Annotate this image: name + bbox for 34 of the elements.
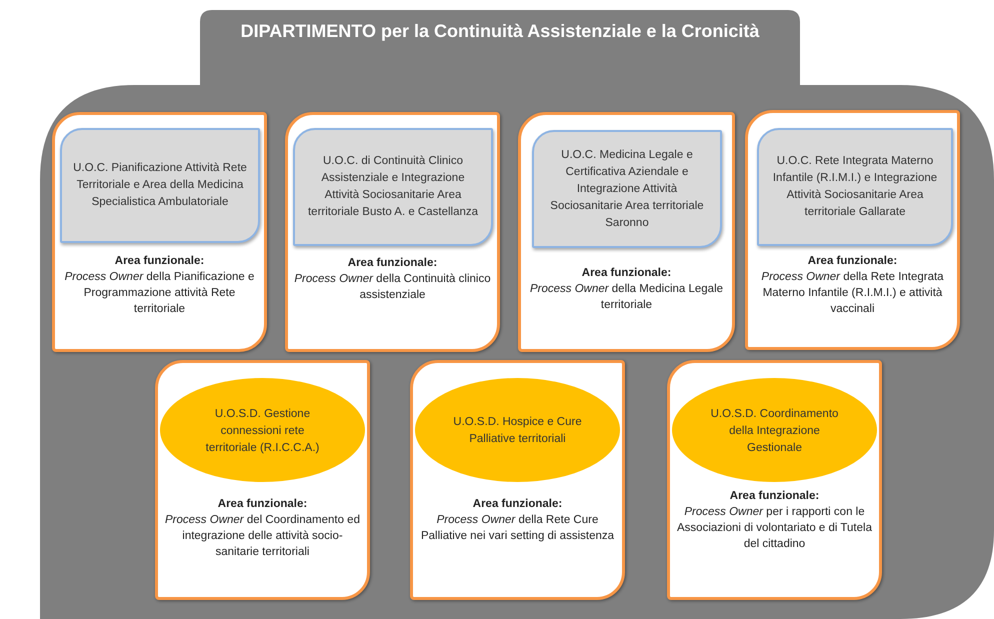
area-description: Process Owner del Coordinamento ed integrazione delle attività socio-sanitarie territoriali xyxy=(164,513,361,560)
unit-card xyxy=(518,112,735,352)
area-description: Process Owner della Rete Integrata Materno Infantile (R.I.M.I.) e attività vaccinali xyxy=(760,270,945,317)
unit-box xyxy=(293,128,493,246)
unit-card xyxy=(667,360,882,600)
unit-name: U.O.C. Rete Integrata Materno Infantile (R.I.M.I.) e Integrazione Attività Sociosanitarie Area territoriale Gallarate xyxy=(772,154,938,220)
unit-card xyxy=(745,110,960,350)
area-heading: Area funzionale: xyxy=(806,254,898,269)
unit-name: U.O.C. Medicina Legale e Certificativa Aziendale e Integrazione Attività Sociosanitarie Area territoriale Saronno xyxy=(549,148,705,230)
unit-name: U.O.S.D. Gestione connessioni rete territoriale (R.I.C.C.A.) xyxy=(204,406,320,456)
unit-name: U.O.S.D. Coordinamento della Integrazione Gestionale xyxy=(710,406,840,456)
area-heading: Area funzionale: xyxy=(472,497,564,512)
area-heading: Area funzionale: xyxy=(580,266,672,281)
unit-card xyxy=(285,112,500,352)
area-description: Process Owner della Continuità clinico assistenziale xyxy=(293,272,492,303)
area-description: Process Owner della Medicina Legale territoriale xyxy=(528,282,724,313)
unit-box xyxy=(757,128,953,246)
area-description: Process Owner per i rapporti con le Associazioni di volontariato e di Tutela del cittadino xyxy=(676,505,873,552)
unit-card xyxy=(410,360,625,600)
unit-name: U.O.C. Pianificazione Attività Rete Territoriale e Area della Medicina Specialistica Ambulatoriale xyxy=(72,161,248,210)
department-title: DIPARTIMENTO per la Continuità Assistenziale e la Cronicità xyxy=(240,20,760,43)
unit-name: U.O.C. di Continuità Clinico Assistenziale e Integrazione Attività Sociosanitarie Area territoriale Busto A. e Castellanza xyxy=(306,154,480,220)
unit-card xyxy=(155,360,370,600)
unit-name: U.O.S.D. Hospice e Cure Palliative territoriali xyxy=(452,415,583,447)
area-description: Process Owner della Pianificazione e Programmazione attività Rete territoriale xyxy=(64,270,256,317)
department-panel xyxy=(40,10,994,619)
area-heading: Area funzionale: xyxy=(346,256,438,271)
unit-card xyxy=(52,112,267,352)
unit-box xyxy=(60,128,260,243)
area-description: Process Owner della Rete Cure Palliative nei vari setting di assistenza xyxy=(420,513,616,544)
area-heading: Area funzionale: xyxy=(728,489,820,504)
area-heading: Area funzionale: xyxy=(216,497,308,512)
area-heading: Area funzionale: xyxy=(114,254,206,269)
unit-box xyxy=(532,130,722,248)
